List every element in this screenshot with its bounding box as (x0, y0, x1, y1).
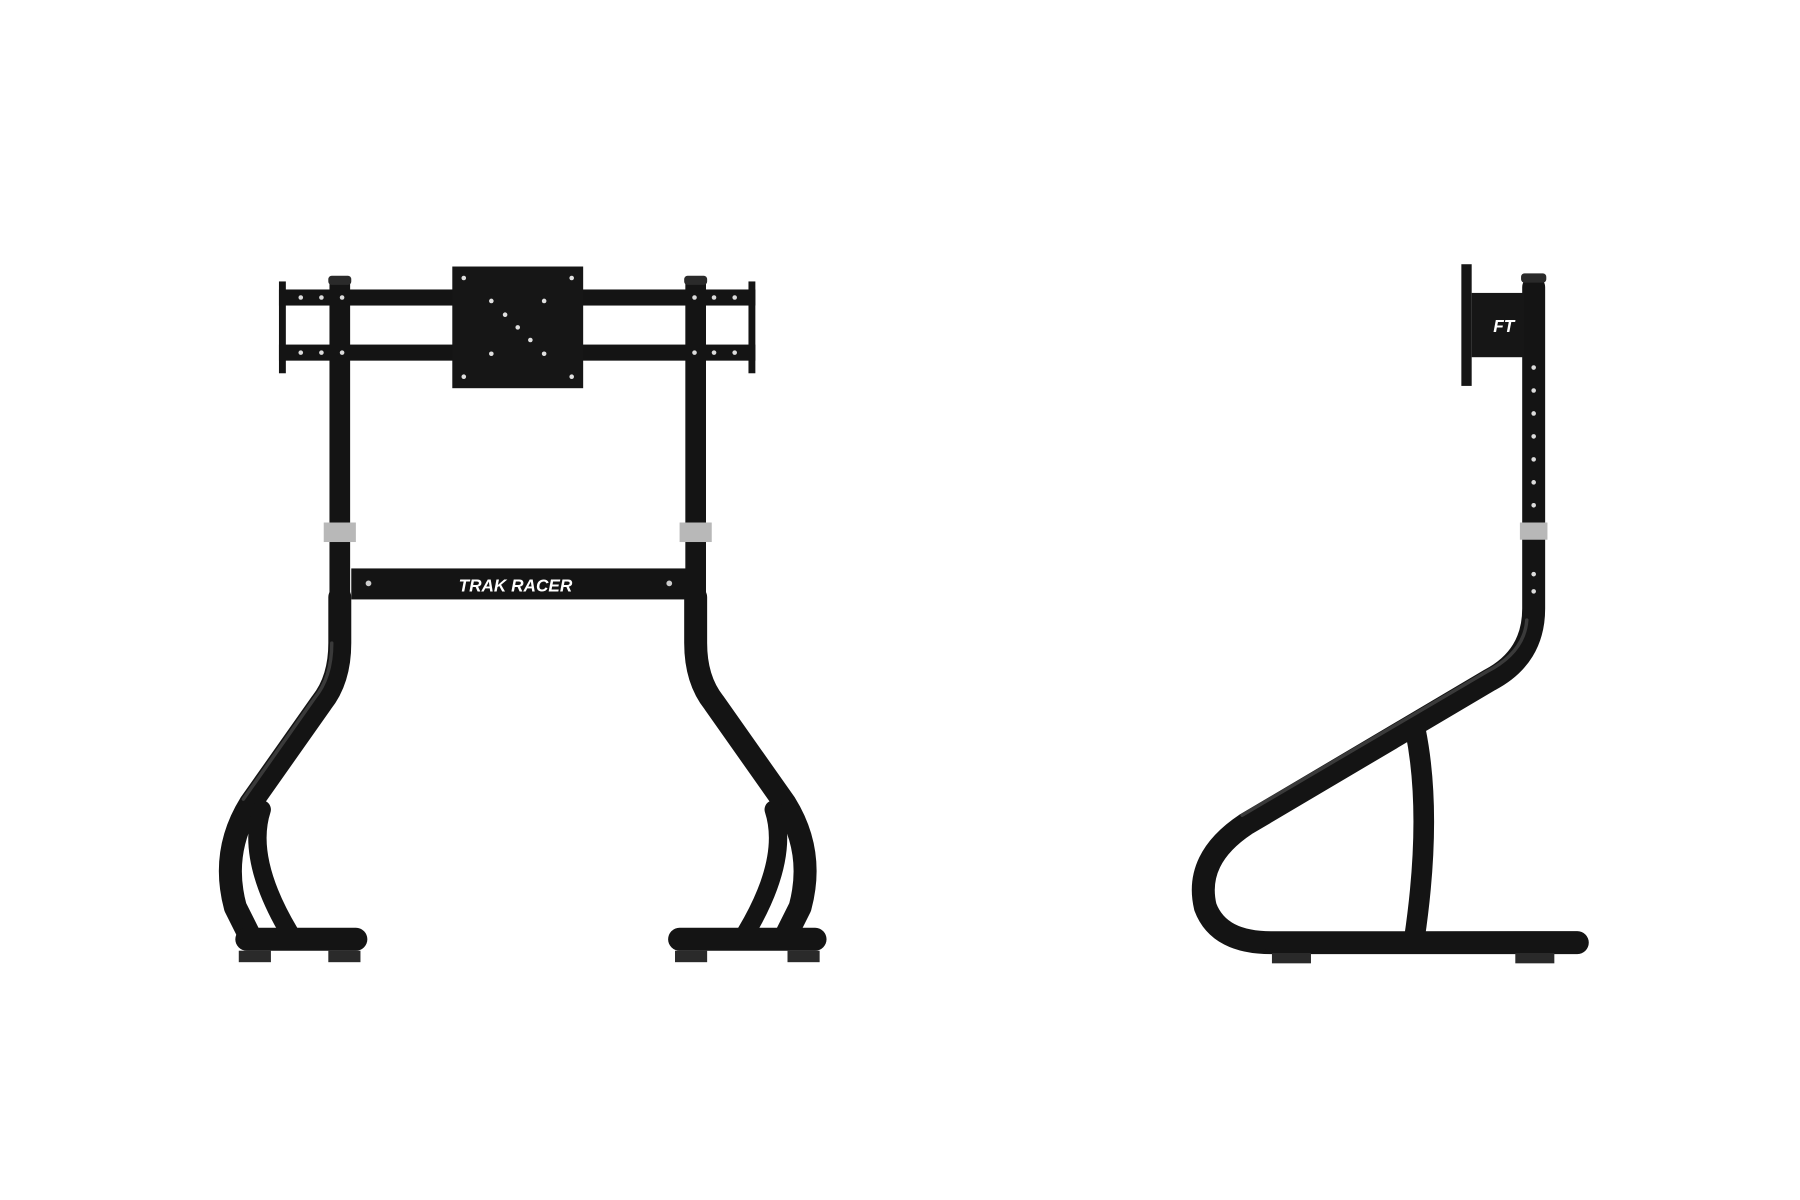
left-collar (323, 522, 356, 543)
front-left-upright (329, 280, 351, 614)
crossbar (351, 568, 687, 600)
side-mount-plate (1461, 264, 1472, 386)
front-view-stand: TRAK RACER (218, 266, 827, 963)
trak-racer-logo: TRAK RACER (459, 575, 573, 595)
front-left-leg (218, 585, 368, 963)
front-right-upright (685, 280, 706, 614)
side-collar (1519, 522, 1548, 540)
ft-logo: FT (1493, 316, 1516, 336)
side-view-stand: FT (1191, 264, 1589, 964)
right-collar (679, 522, 712, 543)
front-right-leg (668, 585, 827, 963)
side-bracket (1471, 292, 1525, 358)
